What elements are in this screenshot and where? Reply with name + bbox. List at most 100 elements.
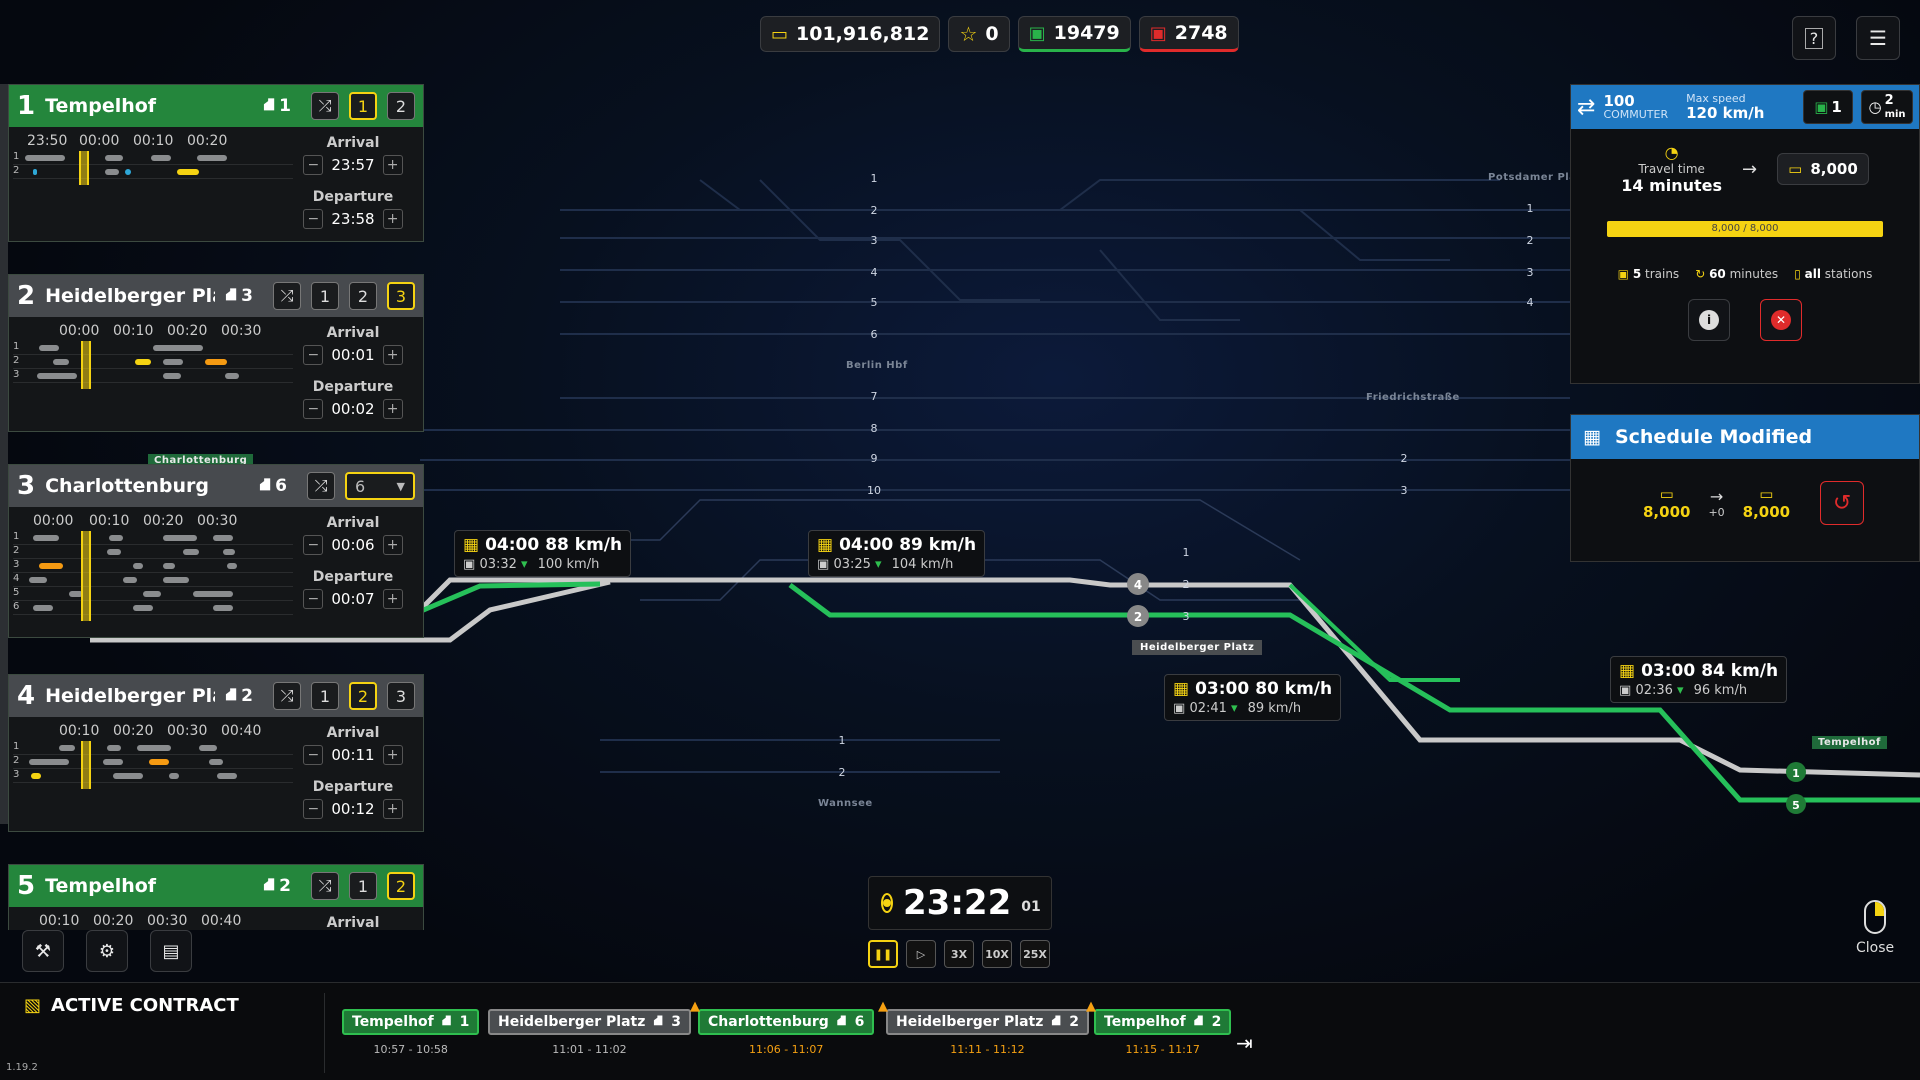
contract-stop-3[interactable]: ▲ Charlottenburg⛘6 11:06 - 11:07 bbox=[690, 999, 875, 1056]
speed-25x-button[interactable]: 25X bbox=[1020, 940, 1050, 968]
pause-button[interactable]: ❚❚ bbox=[868, 940, 898, 968]
shuffle-button[interactable]: ⤮ bbox=[273, 682, 301, 710]
delete-button[interactable]: ✕ bbox=[1760, 299, 1802, 341]
platform-option-3[interactable]: 3 bbox=[387, 682, 415, 710]
departure-increase-button[interactable]: + bbox=[382, 399, 403, 419]
arrival-control: Arrival −23:57+ bbox=[293, 135, 413, 175]
station-label-charlottenburg[interactable]: Charlottenburg bbox=[148, 454, 254, 467]
builder-tool-button[interactable]: ⚒ bbox=[22, 930, 64, 972]
svg-text:3: 3 bbox=[1401, 484, 1408, 497]
platform-option-3[interactable]: 3 bbox=[387, 282, 415, 310]
station-label-heidelberger-platz[interactable]: Heidelberger Platz bbox=[1132, 640, 1263, 655]
departure-increase-button[interactable]: + bbox=[382, 209, 403, 229]
contract-stop-2[interactable]: Heidelberger Platz⛘3 11:01 - 11:02 bbox=[488, 1009, 691, 1056]
shuffle-button[interactable]: ⤮ bbox=[273, 282, 301, 310]
speed-3x-button[interactable]: 3X bbox=[944, 940, 974, 968]
train-capacity: 100 bbox=[1603, 91, 1635, 110]
arrival-decrease-button[interactable]: − bbox=[303, 745, 324, 765]
undo-button[interactable]: ↺ bbox=[1820, 481, 1865, 525]
contract-stop-5[interactable]: ▲ Tempelhof⛘2 11:15 - 11:17 bbox=[1086, 999, 1232, 1056]
departure-decrease-button[interactable]: − bbox=[303, 209, 324, 229]
platform-dropdown[interactable]: 6▼ bbox=[345, 472, 415, 500]
play-button[interactable]: ▷ bbox=[906, 940, 936, 968]
train-count-box[interactable]: ▣1 bbox=[1803, 90, 1853, 124]
departure-increase-button[interactable]: + bbox=[382, 799, 403, 819]
station-label-friedrichstrasse[interactable]: Friedrichstraße bbox=[1366, 392, 1460, 403]
contract-stop-4[interactable]: ▲ Heidelberger Platz⛘2 11:11 - 11:12 bbox=[878, 999, 1089, 1056]
shuffle-button[interactable]: ⤮ bbox=[311, 92, 339, 120]
arrival-decrease-button[interactable]: − bbox=[303, 155, 324, 175]
chip-tool-button[interactable]: ⚙ bbox=[86, 930, 128, 972]
shuffle-icon: ⤮ bbox=[280, 286, 294, 305]
arrival-increase-button[interactable]: + bbox=[382, 745, 403, 765]
speed-10x-button[interactable]: 10X bbox=[982, 940, 1012, 968]
station-label-tempelhof[interactable]: Tempelhof bbox=[1812, 736, 1887, 749]
departure-decrease-button[interactable]: − bbox=[303, 399, 324, 419]
platform-option-1[interactable]: 1 bbox=[349, 872, 377, 900]
station-label-wannsee[interactable]: Wannsee bbox=[818, 798, 873, 809]
calendar-icon: ▦ bbox=[1173, 679, 1190, 699]
arrow-right-icon: → bbox=[1742, 158, 1758, 180]
schedule-stop-4[interactable]: 4 Heidelberger Platz ⛘2 ⤮ 1 2 3 00:1000:… bbox=[8, 674, 424, 832]
arrival-decrease-button[interactable]: − bbox=[303, 535, 324, 555]
close-button[interactable]: Close bbox=[1856, 900, 1894, 956]
arrival-increase-button[interactable]: + bbox=[382, 345, 403, 365]
svg-text:1: 1 bbox=[1792, 767, 1800, 780]
departure-time: 00:07 bbox=[331, 590, 375, 608]
departure-increase-button[interactable]: + bbox=[382, 589, 403, 609]
schedule-stop-2[interactable]: 2 Heidelberger Platz ⛘3 ⤮ 1 2 3 00:0000:… bbox=[8, 274, 424, 432]
stop-index: 1 bbox=[17, 91, 36, 121]
platform-option-2[interactable]: 2 bbox=[349, 682, 377, 710]
shuffle-button[interactable]: ⤮ bbox=[311, 872, 339, 900]
platform-icon: ⛘ bbox=[263, 95, 276, 115]
schedule-stop-header: 5 Tempelhof ⛘2 ⤮ 1 2 bbox=[9, 865, 423, 907]
loop-icon: ↻ bbox=[1695, 267, 1706, 281]
departure-decrease-button[interactable]: − bbox=[303, 799, 324, 819]
arrival-increase-button[interactable]: + bbox=[382, 535, 403, 555]
end-route-icon[interactable]: ⇥ bbox=[1236, 1031, 1253, 1055]
mouse-icon bbox=[1864, 900, 1887, 934]
help-button[interactable]: ? bbox=[1792, 16, 1836, 60]
platform-option-1[interactable]: 1 bbox=[311, 282, 339, 310]
station-label-berlin-hbf[interactable]: Berlin Hbf bbox=[846, 360, 908, 371]
departure-decrease-button[interactable]: − bbox=[303, 589, 324, 609]
train-icon: ▣ bbox=[463, 557, 476, 572]
arrival-increase-button[interactable]: + bbox=[382, 155, 403, 175]
station-label-potsdamer-platz[interactable]: Potsdamer Platz bbox=[1488, 172, 1589, 183]
platform-option-2[interactable]: 2 bbox=[349, 282, 377, 310]
undo-icon: ↺ bbox=[1832, 490, 1852, 516]
shuffle-icon: ⤮ bbox=[318, 876, 332, 895]
platform-option-2[interactable]: 2 bbox=[387, 92, 415, 120]
train-summary: ▣ 5 trains ↻ 60 minutes ▯ all stations bbox=[1617, 267, 1873, 281]
stop-platform: ⛘2 bbox=[225, 685, 253, 706]
menu-button[interactable]: ☰ bbox=[1856, 16, 1900, 60]
platform-option-1[interactable]: 1 bbox=[311, 682, 339, 710]
schedule-stop-header: 3 Charlottenburg ⛘6 ⤮ 6▼ bbox=[9, 465, 423, 507]
schedule-scrollbar[interactable] bbox=[0, 84, 8, 824]
platform-option-1[interactable]: 1 bbox=[349, 92, 377, 120]
log-tool-button[interactable]: ▤ bbox=[150, 930, 192, 972]
shuffle-button[interactable]: ⤮ bbox=[307, 472, 335, 500]
swap-icon: ⇄ bbox=[1577, 94, 1596, 120]
platform-option-2[interactable]: 2 bbox=[387, 872, 415, 900]
arrival-decrease-button[interactable]: − bbox=[303, 345, 324, 365]
warning-icon: ▲ bbox=[1086, 999, 1096, 1014]
contract-stop-1[interactable]: Tempelhof⛘1 10:57 - 10:58 bbox=[342, 1009, 480, 1056]
info-button[interactable]: i bbox=[1688, 299, 1730, 341]
